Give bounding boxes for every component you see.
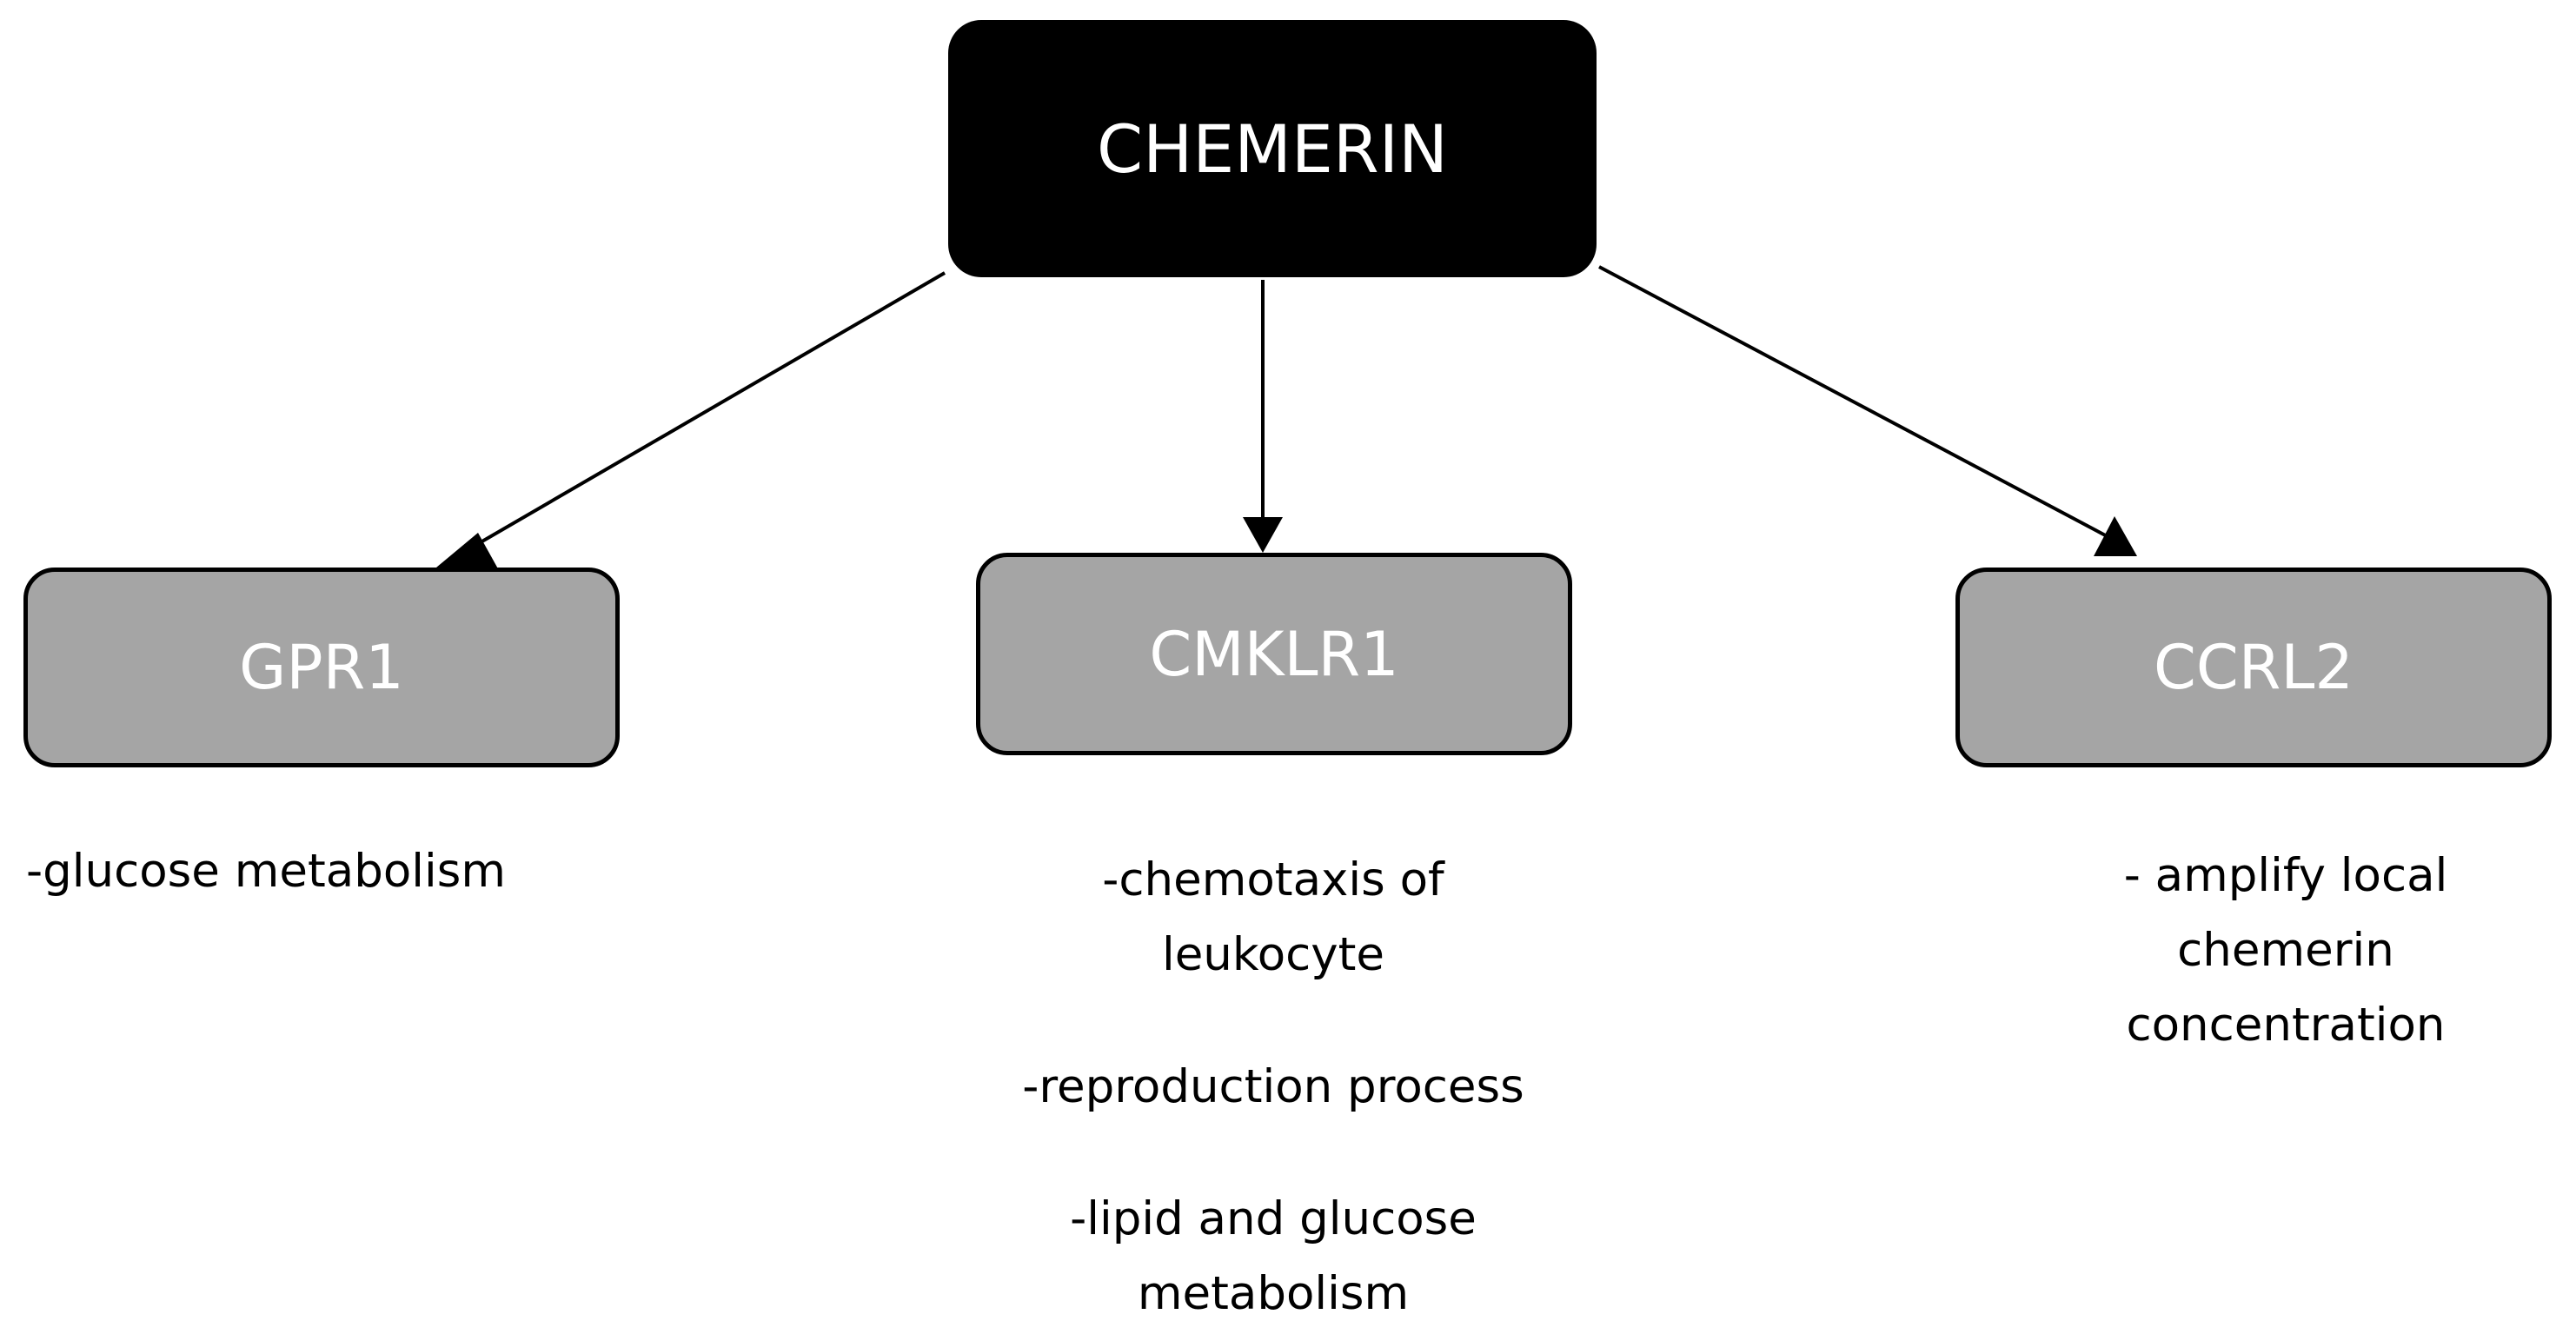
function-text: -lipid and glucose <box>1070 1192 1477 1245</box>
gpr1-functions: -glucose metabolism <box>26 834 565 909</box>
function-text: -reproduction process <box>1022 1060 1524 1113</box>
function-text: - amplify local <box>2123 849 2448 902</box>
node-ccrl2: CCRL2 <box>1955 568 2552 767</box>
function-text: chemerin <box>2177 924 2394 977</box>
arrow-chemerin-to-ccrl2 <box>1598 265 2113 541</box>
function-text: -glucose metabolism <box>26 845 506 898</box>
arrow-chemerin-to-gpr1 <box>446 271 946 563</box>
function-text: metabolism <box>1137 1267 1410 1320</box>
node-cmklr1: CMKLR1 <box>976 553 1572 755</box>
function-text: concentration <box>2126 999 2446 1052</box>
node-chemerin: CHEMERIN <box>948 20 1597 277</box>
node-gpr1: GPR1 <box>23 568 620 767</box>
cmklr1-functions: -chemotaxis of leukocyte -reproduction p… <box>973 843 1573 1331</box>
function-text: leukocyte <box>1161 928 1385 981</box>
arrowhead-gpr1 <box>436 533 500 572</box>
arrowhead-cmklr1 <box>1243 517 1283 553</box>
function-text: -chemotaxis of <box>1102 853 1444 906</box>
ccrl2-functions: - amplify local chemerin concentration <box>2068 839 2503 1063</box>
arrowhead-ccrl2 <box>2094 516 2137 556</box>
